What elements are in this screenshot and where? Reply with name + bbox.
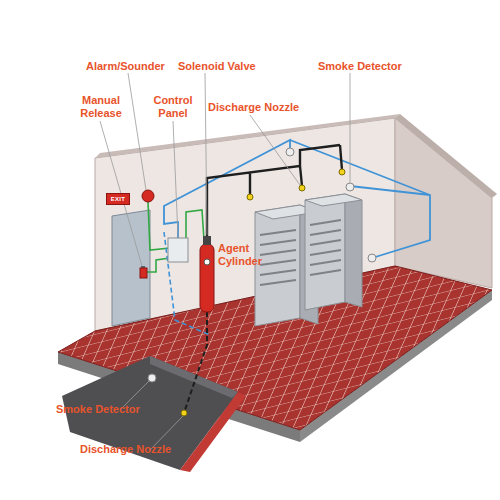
exit-sign: EXIT bbox=[106, 193, 130, 205]
cutout-edge bbox=[150, 356, 238, 398]
callout-label: Manual Release bbox=[76, 94, 126, 120]
manual-release-wire bbox=[146, 258, 170, 272]
leader-line bbox=[205, 73, 207, 235]
discharge-nozzle bbox=[339, 169, 345, 175]
wall-top-edge bbox=[395, 114, 497, 198]
callout-label: Alarm/Sounder bbox=[86, 60, 181, 73]
control-panel bbox=[168, 238, 188, 262]
leader-line bbox=[173, 121, 178, 237]
manual-release bbox=[140, 268, 147, 278]
smoke-detector bbox=[346, 183, 354, 191]
agent-pipe-underfloor bbox=[185, 312, 207, 410]
alarm-wire bbox=[148, 202, 170, 250]
callout-label: Discharge Nozzle bbox=[80, 443, 190, 456]
discharge-nozzle bbox=[247, 194, 253, 200]
leader-line bbox=[128, 73, 146, 190]
leader-line bbox=[350, 73, 351, 183]
wall-top-edge bbox=[95, 114, 400, 158]
callout-label: Smoke Detector bbox=[318, 60, 418, 73]
discharge-nozzle bbox=[299, 185, 305, 191]
solenoid-wire bbox=[186, 210, 204, 244]
sign-text: EXIT bbox=[111, 196, 126, 203]
solenoid-valve bbox=[203, 236, 211, 245]
cylinder-gauge bbox=[204, 259, 210, 265]
leader-line bbox=[100, 121, 142, 266]
callout-label: Control Panel bbox=[148, 94, 198, 120]
callout-label: Smoke Detector bbox=[56, 403, 156, 416]
leader-line bbox=[250, 115, 300, 185]
cabinet-vents bbox=[260, 220, 341, 285]
callout-label: Solenoid Valve bbox=[178, 60, 273, 73]
callout-label: Discharge Nozzle bbox=[208, 101, 318, 114]
server-cabinet bbox=[345, 194, 362, 307]
smoke-detector bbox=[368, 254, 376, 262]
agent-cylinder bbox=[200, 244, 214, 312]
callout-label: Agent Cylinder bbox=[218, 242, 266, 268]
discharge-nozzle bbox=[181, 410, 187, 416]
alarm-sounder bbox=[142, 190, 154, 202]
leader-lines bbox=[100, 73, 350, 450]
smoke-detector bbox=[286, 148, 294, 156]
server-cabinet bbox=[305, 194, 362, 206]
right-wall bbox=[395, 118, 492, 288]
cutout-edge bbox=[180, 392, 246, 472]
